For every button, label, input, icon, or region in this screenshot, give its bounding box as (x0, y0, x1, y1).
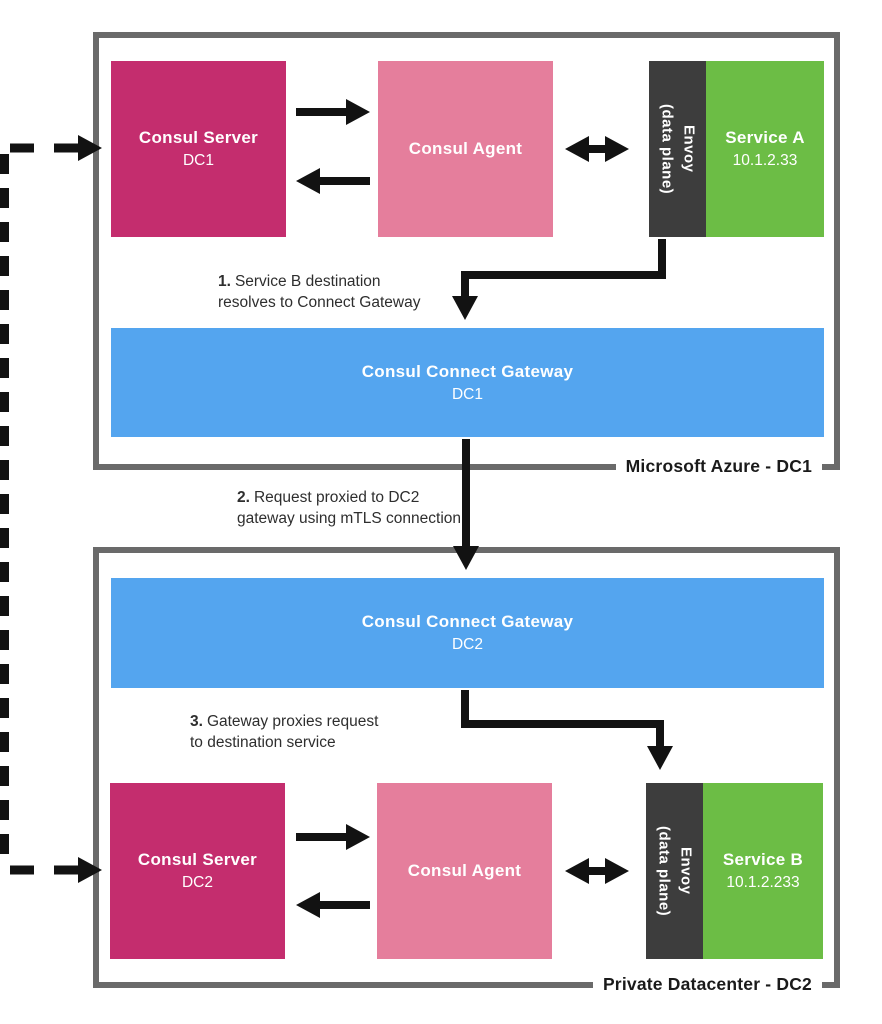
dc2-service-b-ip: 10.1.2.233 (726, 874, 800, 891)
dc1-consul-server-box: Consul Server DC1 (111, 61, 286, 237)
dc1-gateway-title: Consul Connect Gateway (361, 361, 574, 381)
dc2-consul-agent-title: Consul Agent (407, 861, 522, 880)
step-2-note: 2.Request proxied to DC2 gateway using m… (237, 489, 462, 527)
dc2-gateway-subtitle: DC2 (451, 636, 483, 653)
dashed-wan-link (0, 143, 78, 875)
dc2-consul-agent-box: Consul Agent (377, 783, 552, 959)
dc2-gateway-box: Consul Connect Gateway DC2 (111, 578, 824, 688)
dc2-envoy-box: Envoy (data plane) (646, 783, 703, 959)
dc2-envoy-label: Envoy (data plane) (655, 825, 695, 917)
dc2-service-b-title: Service B (722, 850, 804, 869)
dc1-label: Microsoft Azure - DC1 (615, 456, 822, 477)
dc1-consul-agent-box: Consul Agent (378, 61, 553, 237)
step-3-note: 3.Gateway proxies request to destination… (190, 713, 379, 751)
dc1-service-a-ip: 10.1.2.33 (732, 152, 798, 169)
dc1-service-a-title: Service A (725, 128, 805, 147)
dc2-consul-server-subtitle: DC2 (181, 874, 213, 891)
dc2-consul-server-box: Consul Server DC2 (110, 783, 285, 959)
dc1-envoy-label: Envoy (data plane) (658, 103, 698, 195)
dc1-envoy-box: Envoy (data plane) (649, 61, 706, 237)
dc1-consul-agent-title: Consul Agent (408, 139, 523, 158)
dc2-consul-server-title: Consul Server (137, 850, 258, 869)
dc1-gateway-subtitle: DC1 (451, 385, 483, 403)
dc1-service-a-box: Service A 10.1.2.33 (706, 61, 824, 237)
step-1-note: 1.Service B destination resolves to Conn… (218, 273, 421, 311)
dc1-consul-server-title: Consul Server (138, 128, 259, 147)
dc2-gateway-title: Consul Connect Gateway (361, 612, 574, 631)
dc1-gateway-box: Consul Connect Gateway DC1 (111, 328, 824, 437)
dc1-consul-server-subtitle: DC1 (182, 152, 214, 169)
dc2-service-b-box: Service B 10.1.2.233 (703, 783, 823, 959)
dc2-label: Private Datacenter - DC2 (592, 974, 822, 995)
